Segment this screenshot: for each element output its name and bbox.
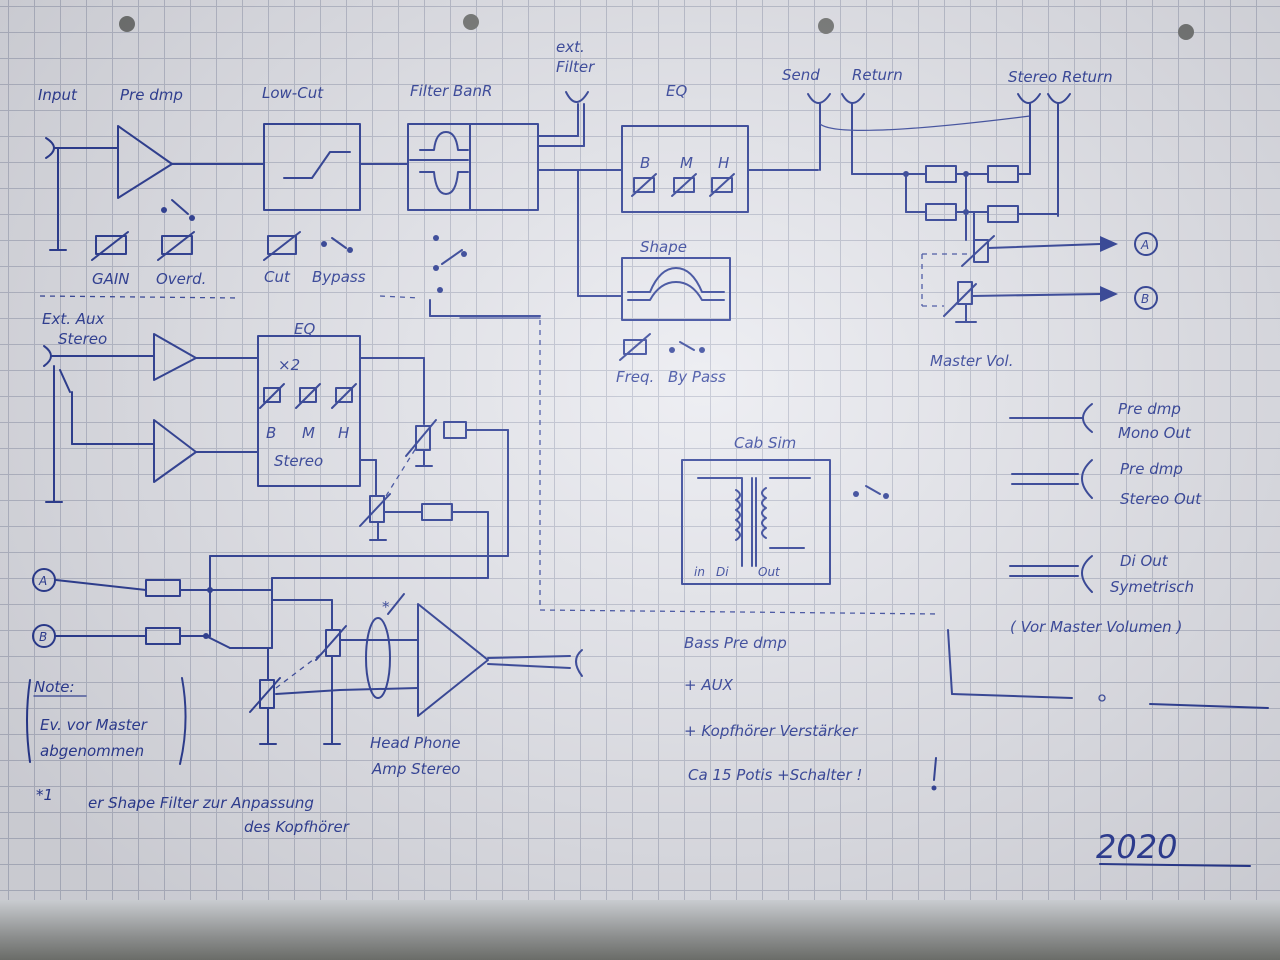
label-bypass-2: By Pass [668, 368, 726, 386]
label-legend-stereo-2: Stereo Out [1120, 490, 1202, 508]
output-b-marker [1134, 286, 1158, 310]
label-summary-1: Bass Pre dmp [684, 634, 787, 652]
label-cut: Cut [264, 268, 291, 286]
label-eq-top: EQ [666, 82, 687, 100]
label-eq-h: H [718, 154, 729, 172]
label-out-a: A [1140, 238, 1149, 252]
label-summary-3: + Kopfhörer Verstärker [684, 722, 858, 740]
label-signature: 2020 [1096, 828, 1177, 866]
gain-pot-symbol [91, 231, 129, 261]
page-stack-edge [0, 900, 1280, 960]
label-bypass: Bypass [312, 268, 366, 286]
label-note-title: Note: [34, 678, 75, 696]
label-note-2: abgenommen [40, 742, 144, 760]
label-legend-mono-2: Mono Out [1118, 424, 1192, 442]
note-bracket [26, 677, 187, 765]
preamp-triangle [117, 125, 265, 221]
label-cab-out: Out [758, 565, 781, 579]
label-summary-2: + AUX [684, 676, 734, 694]
label-eq-b: B [640, 154, 650, 172]
headphone-pots [249, 599, 419, 745]
label-eq2-m: M [302, 424, 315, 442]
label-overdrive: Overd. [156, 270, 206, 288]
label-asterisk-mark: *1 [36, 786, 53, 804]
text-labels: Input Pre dmp Low-Cut Filter BanR ext. F… [34, 38, 1202, 866]
label-legend-di-2: Symetrisch [1110, 578, 1194, 596]
output-a-marker [1134, 232, 1158, 256]
footer-lines [947, 629, 1269, 709]
label-cab-sim: Cab Sim [734, 434, 796, 452]
aux-volume-pots [359, 419, 509, 579]
send-return-jacks [807, 93, 1031, 175]
exclamation-mark [931, 757, 937, 791]
cut-pot-symbol [263, 231, 353, 261]
headphone-inputs [32, 555, 509, 681]
dashed-separators [39, 295, 941, 615]
label-eq2-stereo: Stereo [274, 452, 323, 470]
label-freq: Freq. [616, 368, 654, 386]
label-shape: Shape [640, 238, 687, 256]
label-footnote-2: des Kopfhörer [244, 818, 350, 836]
lowcut-block [263, 123, 409, 211]
ext-filter-jack [537, 91, 589, 147]
label-in-a: A [38, 574, 47, 588]
label-gain: GAIN [92, 270, 130, 288]
label-cab-di: Di [716, 565, 729, 579]
input-jack [45, 137, 119, 251]
label-ext-aux-1: Ext. Aux [42, 310, 105, 328]
label-headphone-2: Amp Stereo [371, 760, 460, 778]
label-asterisk: * [382, 598, 390, 616]
label-ext-filter-1: ext. [556, 38, 585, 56]
label-summary-4: Ca 15 Potis +Schalter ! [688, 766, 862, 784]
label-master-vol: Master Vol. [930, 352, 1014, 370]
label-lowcut: Low-Cut [262, 84, 324, 102]
label-footnote-1: er Shape Filter zur Anpassung [88, 794, 314, 812]
headphone-amp [365, 593, 583, 717]
legend-symbols [1009, 403, 1093, 593]
label-eq2-b: B [266, 424, 276, 442]
label-in-b: B [39, 630, 47, 644]
aux-eq-block [257, 335, 425, 497]
overdrive-pot-symbol [157, 231, 195, 261]
label-eq2-x2: ×2 [278, 356, 300, 374]
label-return: Return [852, 66, 903, 84]
label-headphone-1: Head Phone [370, 734, 460, 752]
stereo-return-jacks [1017, 93, 1071, 217]
label-eq2-h: H [338, 424, 349, 442]
label-ext-aux-2: Stereo [58, 330, 107, 348]
label-preamp: Pre dmp [120, 86, 183, 104]
label-ext-filter-2: Filter [556, 58, 595, 76]
label-stereo-return: Stereo Return [1008, 68, 1113, 86]
label-legend-stereo-1: Pre dmp [1120, 460, 1183, 478]
label-note-1: Ev. vor Master [40, 716, 148, 734]
label-eq2: EQ [294, 320, 315, 338]
filterbank-block [407, 123, 541, 317]
label-legend-di-3: ( Vor Master Volumen ) [1010, 618, 1182, 636]
label-filterbank: Filter BanR [410, 82, 492, 100]
shape-block [619, 257, 731, 361]
punch-holes [119, 14, 1194, 40]
label-eq-m: M [680, 154, 693, 172]
master-mixer [903, 165, 1118, 323]
label-out-b: B [1141, 292, 1149, 306]
label-legend-mono-1: Pre dmp [1118, 400, 1181, 418]
label-send: Send [782, 66, 820, 84]
cab-sim-block [681, 459, 889, 585]
aux-inputs [43, 333, 259, 503]
eq-block-top [537, 125, 819, 297]
label-cab-in: in [694, 565, 705, 579]
label-input: Input [38, 86, 78, 104]
label-legend-di-1: Di Out [1120, 552, 1169, 570]
signature-line [1099, 863, 1251, 867]
